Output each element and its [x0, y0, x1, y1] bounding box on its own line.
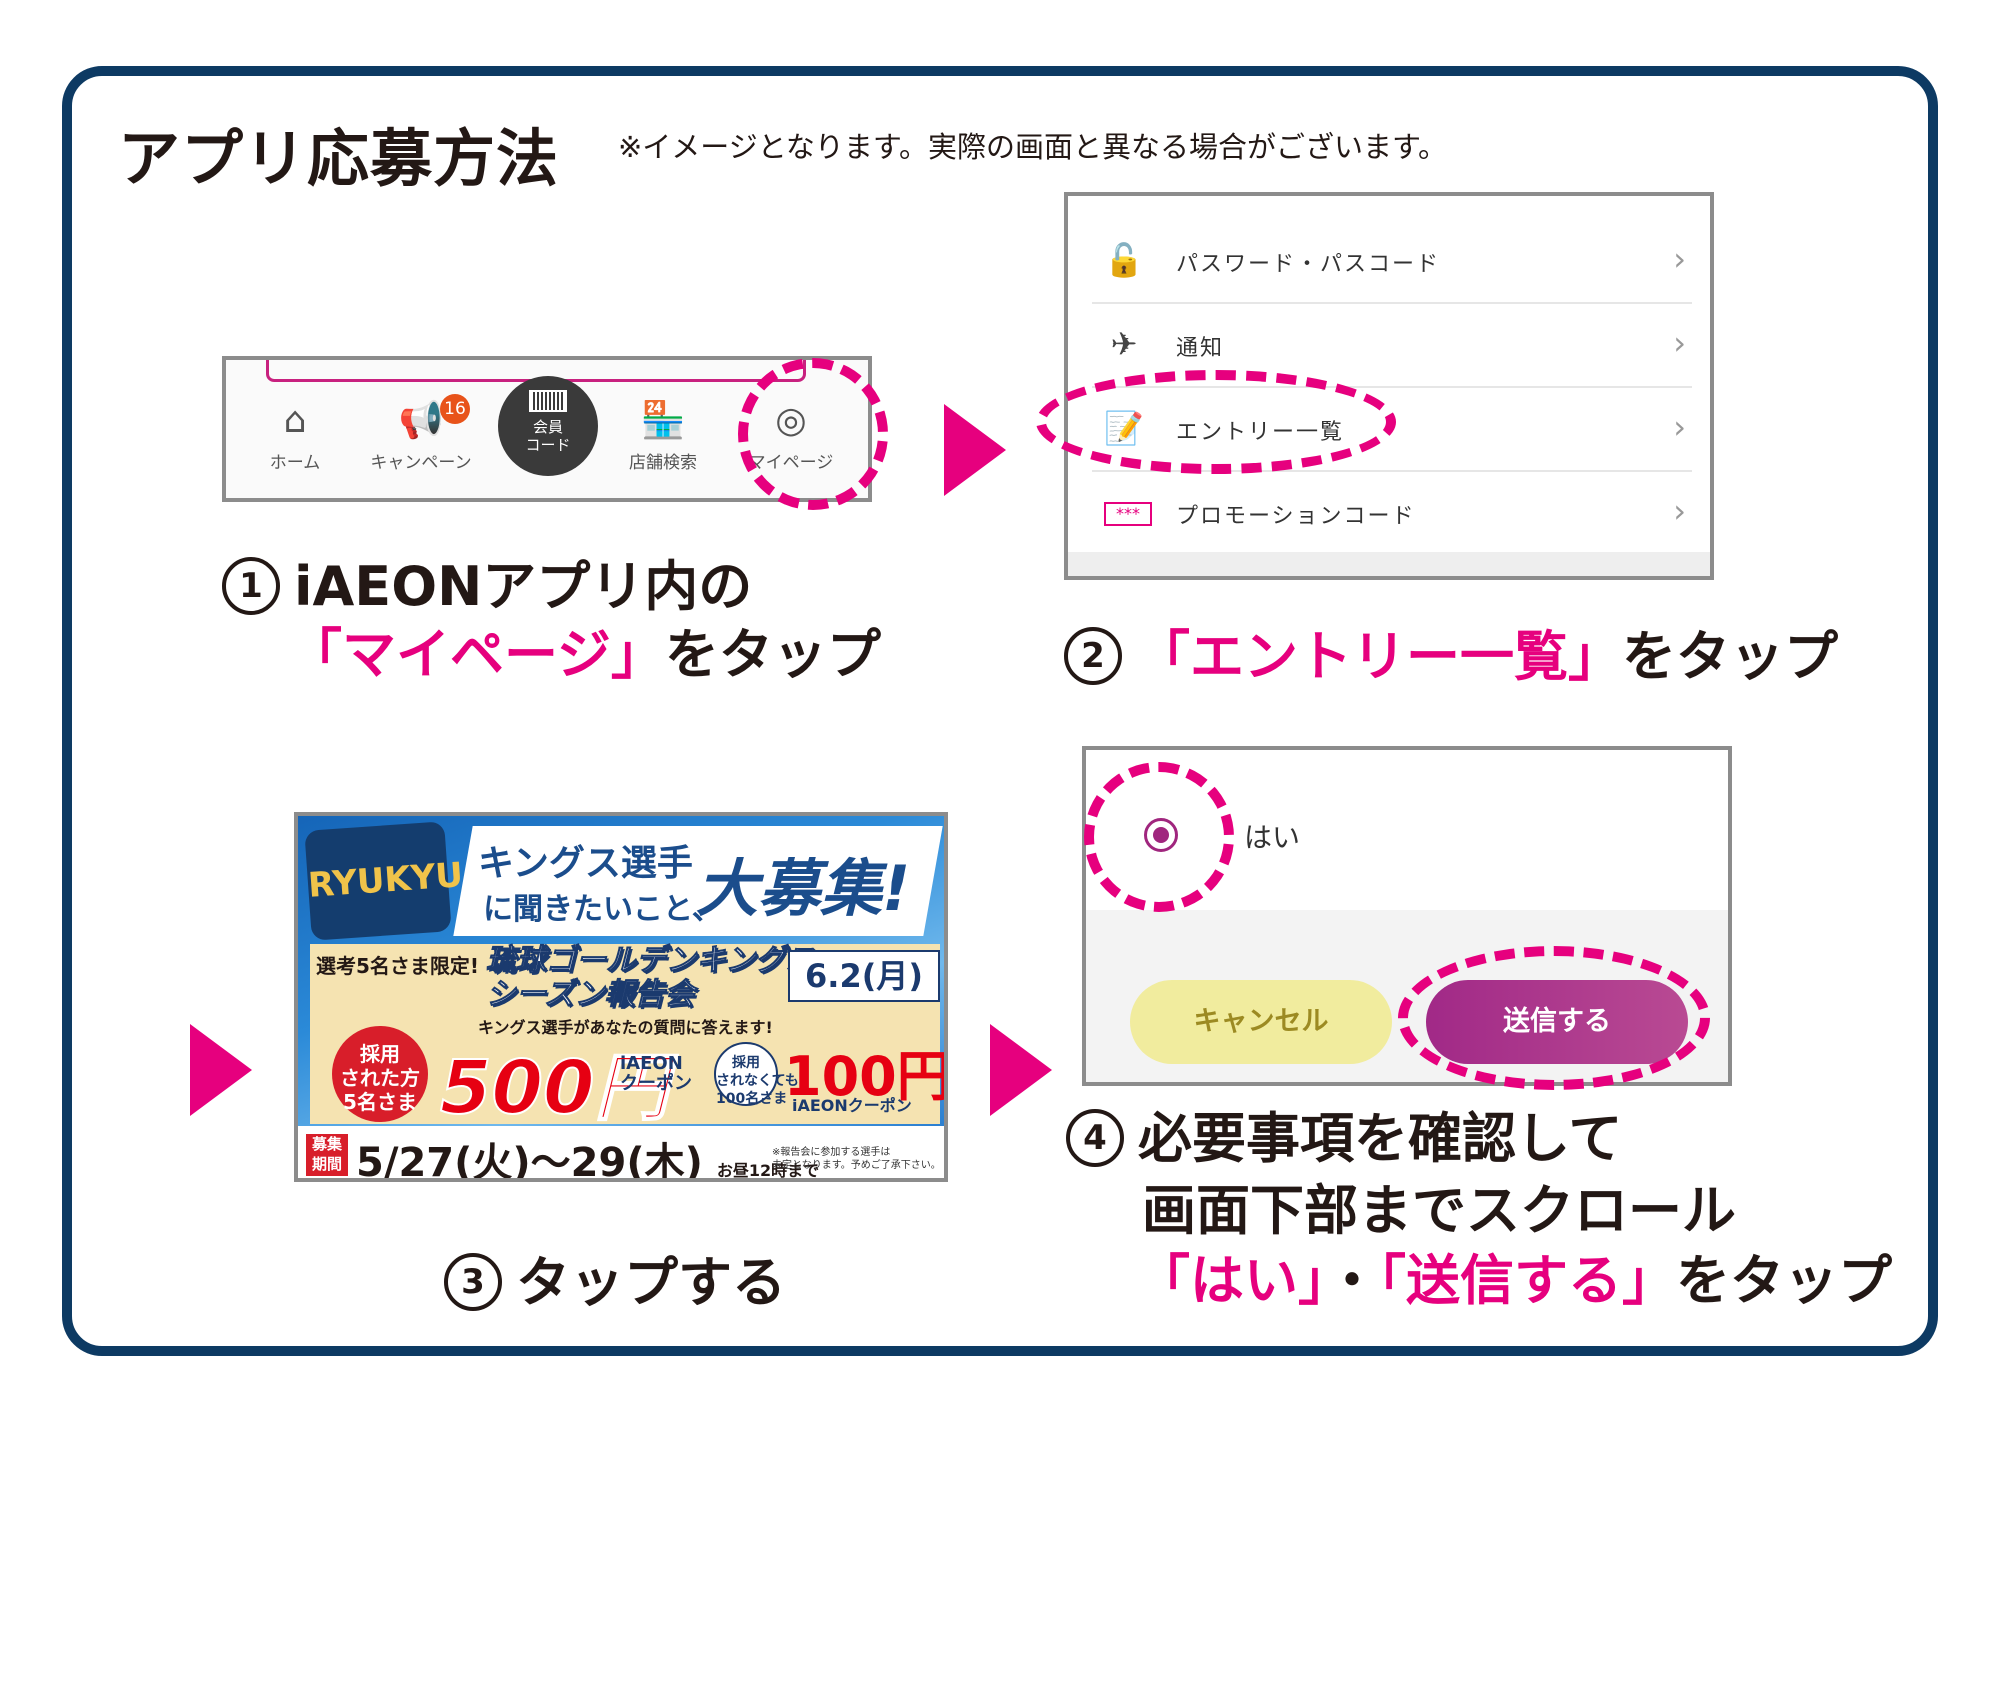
- step-number-2: 2: [1064, 627, 1122, 686]
- disclaimer-note: ※イメージとなります。実際の画面と異なる場合がございます。: [618, 130, 1448, 164]
- prize-seal: 採用 された方 5名さま: [332, 1026, 428, 1122]
- chevron-right-icon: ›: [1673, 240, 1686, 278]
- step2-caption: 2「エントリー一覧」をタップ: [1064, 622, 1838, 692]
- menu-item-password[interactable]: 🔓 パスワード・パスコード ›: [1092, 220, 1692, 304]
- highlight-circle-entry-list: [1036, 370, 1396, 474]
- nav-item-member-code[interactable]: 会員 コード: [498, 376, 598, 476]
- step4-caption-line2: 画面下部までスクロール: [1142, 1179, 1736, 1242]
- lock-icon: 🔓: [1104, 241, 1144, 279]
- highlight-circle-send: [1398, 946, 1710, 1090]
- code-card-icon: ***: [1104, 502, 1152, 526]
- step2-menu-screenshot: 🔓 パスワード・パスコード › ✈ 通知 › 📝 エントリー一覧 › *** プ…: [1064, 192, 1714, 580]
- arrow-right-icon: [944, 404, 1006, 496]
- arrow-right-icon: [990, 1024, 1052, 1116]
- nav-item-store-search[interactable]: 🏪 店舗検索: [598, 400, 728, 473]
- step-number-4: 4: [1066, 1109, 1124, 1168]
- chevron-right-icon: ›: [1673, 408, 1686, 446]
- paper-plane-icon: ✈: [1110, 325, 1138, 363]
- step1-caption-line2: 「マイページ」をタップ: [288, 623, 881, 686]
- home-icon: ⌂: [283, 400, 307, 441]
- menu-item-promotion-code[interactable]: *** プロモーションコード ›: [1092, 472, 1692, 554]
- yes-label: はい: [1244, 821, 1301, 854]
- prize-seal-2: 採用 されなくても 100名さま: [714, 1042, 799, 1107]
- chevron-right-icon: ›: [1673, 492, 1686, 530]
- step-number-1: 1: [222, 557, 280, 616]
- step3-campaign-banner[interactable]: RYUKYU キングス選手 に聞きたいこと、 大募集! 選考5名さま限定! 琉球…: [294, 812, 948, 1182]
- kings-logo: RYUKYU: [304, 821, 464, 941]
- page-title: アプリ応募方法: [118, 122, 560, 195]
- chevron-right-icon: ›: [1673, 324, 1686, 362]
- nav-item-home[interactable]: ⌂ ホーム: [230, 400, 360, 473]
- step-number-3: 3: [444, 1253, 502, 1312]
- highlight-circle-mypage: [738, 358, 888, 510]
- notification-badge: 16: [440, 394, 470, 424]
- barcode-icon: [529, 390, 567, 412]
- menu-footer: [1068, 552, 1710, 576]
- step4-caption-line3: 「はい」・「送信する」をタップ: [1136, 1249, 1892, 1312]
- nav-item-campaign[interactable]: 📢 16 キャンペーン: [356, 394, 486, 473]
- arrow-right-icon: [190, 1024, 252, 1116]
- menu-item-notification[interactable]: ✈ 通知 ›: [1092, 304, 1692, 388]
- store-icon: 🏪: [640, 400, 686, 441]
- highlight-circle-yes: [1084, 762, 1234, 912]
- cancel-button[interactable]: キャンセル: [1130, 980, 1392, 1064]
- megaphone-icon: 📢: [398, 400, 444, 441]
